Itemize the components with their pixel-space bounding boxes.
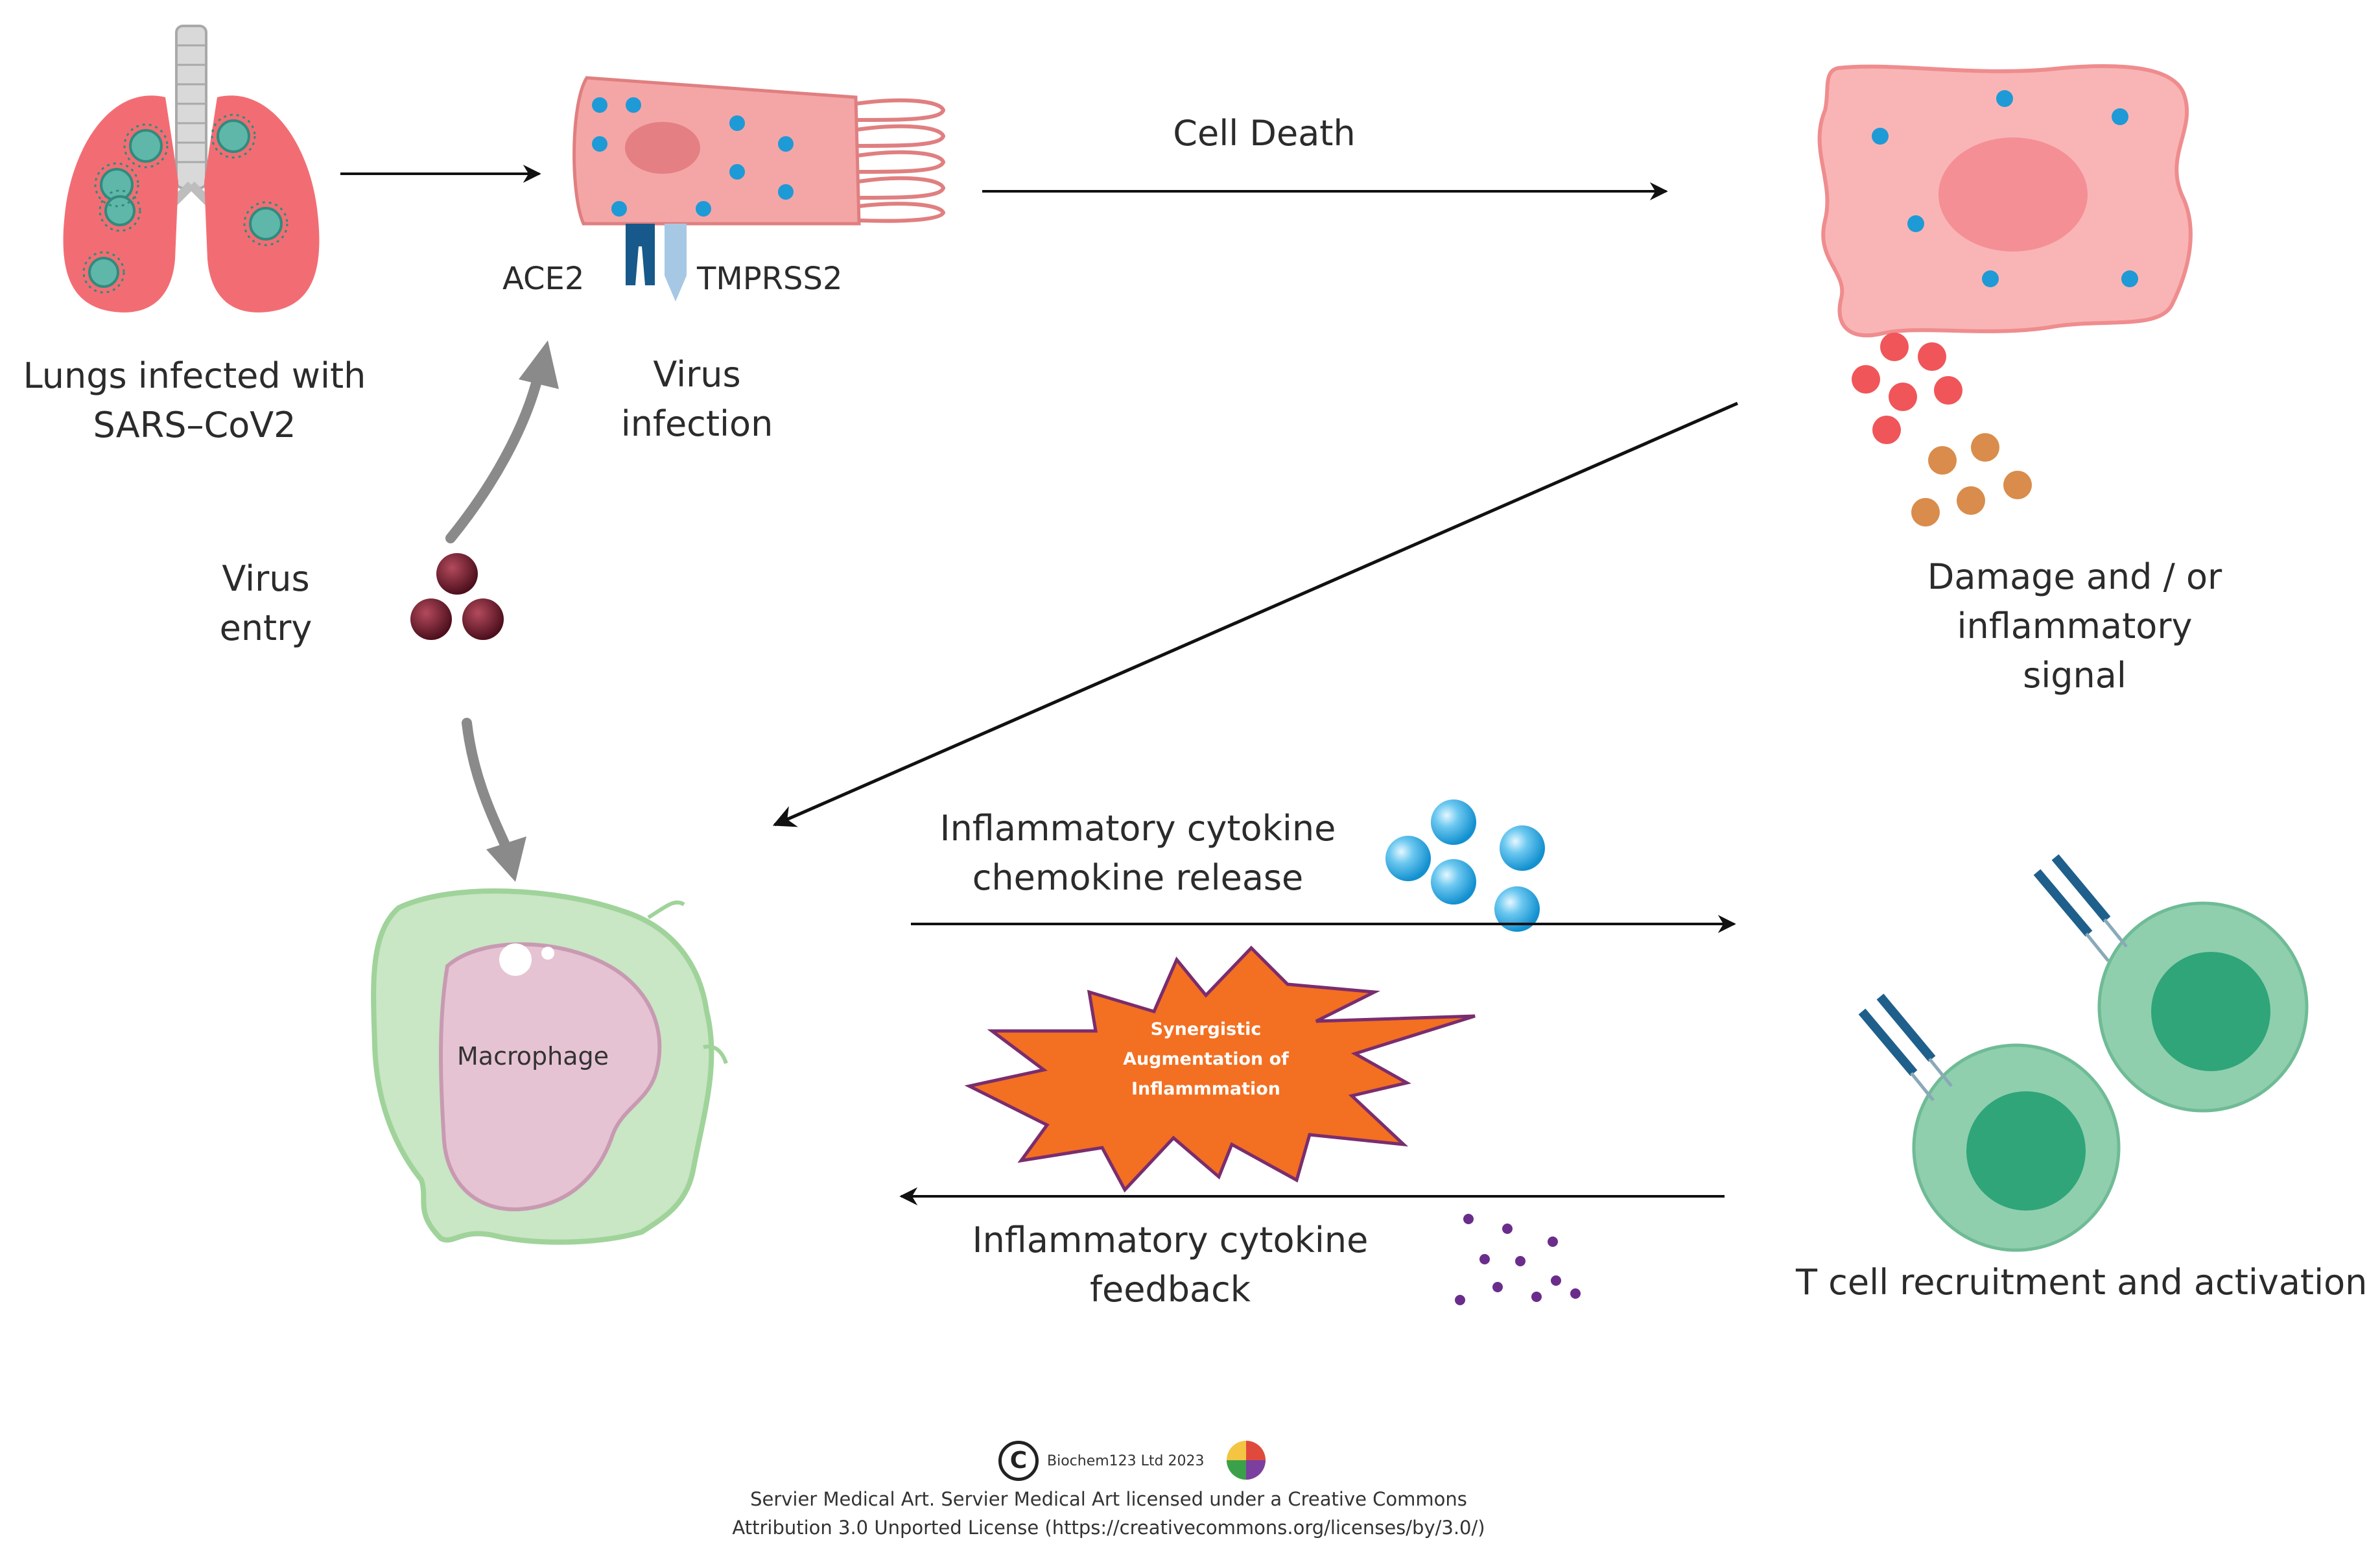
tmprss2-label: TMPRSS2 (697, 261, 843, 297)
arrow-virus-to-macrophage (462, 718, 526, 882)
cytokine-release-label-line2: chemokine release (972, 857, 1304, 898)
synergy-burst-icon (964, 945, 1476, 1193)
synergy-burst-label: Synergistic Augmentation of Inflammmatio… (1102, 1015, 1310, 1104)
virus-entry-label-line1: Virus (222, 558, 310, 599)
macrophage-label: Macrophage (457, 1042, 609, 1071)
copyright-holder: Biochem123 Ltd 2023 (1047, 1453, 1205, 1469)
damage-signal-molecules-icon (1852, 333, 2032, 527)
t-cell-back-icon (2033, 854, 2309, 1113)
virus-infection-label: Virus infection (583, 350, 810, 449)
virus-particles-icon (410, 553, 504, 640)
cytokine-spheres-icon (1385, 799, 1545, 932)
lungs-label: Lungs infected with SARS–CoV2 (13, 351, 376, 450)
virus-infection-label-line2: infection (620, 403, 773, 444)
copyright-icon: C (998, 1441, 1039, 1481)
virus-entry-label-line2: entry (219, 608, 312, 648)
cytokine-release-label: Inflammatory cytokine chemokine release (911, 804, 1365, 903)
t-cell-label: T cell recruitment and activation (1796, 1262, 2368, 1303)
damage-signal-label: Damage and / or inflammatory signal (1867, 552, 2282, 700)
synergy-label-line1: Synergistic (1150, 1019, 1262, 1039)
t-cell-front-icon (1858, 993, 2121, 1252)
arrow-damage-to-macrophage (772, 401, 1739, 827)
ace2-label: ACE2 (502, 261, 585, 297)
cytokine-feedback-label-line1: Inflammatory cytokine (972, 1220, 1369, 1260)
damaged-cell-icon (1817, 64, 2193, 338)
damage-signal-label-line3: signal (2023, 655, 2127, 696)
synergy-label-line2: Augmentation of (1123, 1049, 1289, 1069)
license-line1: Servier Medical Art. Servier Medical Art… (750, 1488, 1467, 1510)
cytokine-feedback-label: Inflammatory cytokine feedback (943, 1216, 1397, 1314)
virus-infection-label-line1: Virus (653, 354, 741, 395)
license-text: Servier Medical Art. Servier Medical Art… (687, 1485, 1530, 1542)
lungs-label-line1: Lungs infected with (23, 355, 366, 396)
cytokine-feedback-label-line2: feedback (1089, 1269, 1251, 1310)
cell-death-label: Cell Death (1173, 113, 1356, 154)
synergy-label-line3: Inflammmation (1131, 1079, 1281, 1099)
damage-signal-label-line2: inflammatory (1957, 606, 2193, 646)
tmprss2-protease-icon (665, 224, 687, 302)
biochem123-logo-icon (1227, 1441, 1266, 1480)
feedback-cytokine-dots-icon (1455, 1214, 1581, 1305)
arrow-virus-entry-up (445, 340, 559, 543)
ace2-receptor-icon (626, 224, 655, 285)
license-line2: Attribution 3.0 Unported License (https:… (732, 1517, 1485, 1539)
epithelial-cell-icon (572, 76, 946, 226)
macrophage-icon (371, 888, 728, 1245)
virus-entry-label: Virus entry (188, 554, 344, 653)
lungs-label-line2: SARS–CoV2 (93, 405, 296, 445)
infected-lungs-icon (63, 25, 320, 313)
cytokine-release-label-line1: Inflammatory cytokine (939, 808, 1336, 849)
damage-signal-label-line1: Damage and / or (1927, 556, 2222, 597)
